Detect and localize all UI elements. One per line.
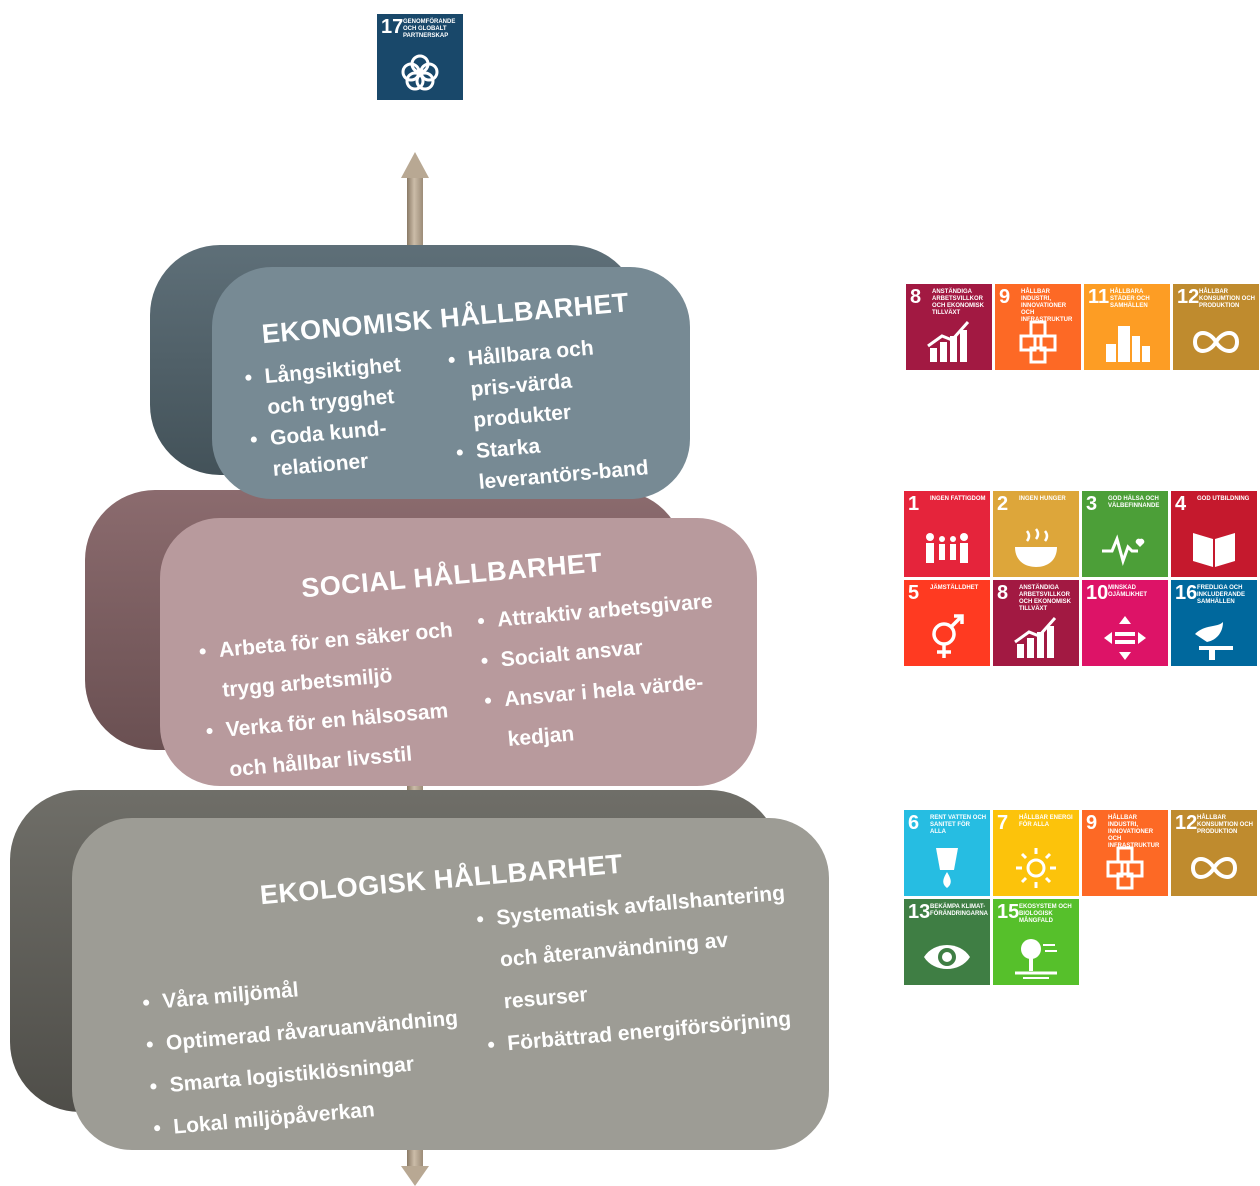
- partnership-icon: [401, 54, 439, 91]
- sdg-tile-2: 2 INGEN HUNGER: [993, 491, 1079, 577]
- sdg-number: 5: [908, 582, 920, 604]
- ecological-block-face: EKOLOGISK HÅLLBARHET Våra miljömål Optim…: [72, 818, 829, 1150]
- sdg-label: RENT VATTEN OCH SANITET FÖR ALLA: [930, 815, 987, 835]
- sdg-number: 8: [910, 286, 922, 308]
- sdg-number: 12: [1175, 812, 1198, 834]
- sdg-number: 9: [999, 286, 1011, 308]
- sdg-label: HÅLLBAR KONSUMTION OCH PRODUKTION: [1197, 815, 1253, 835]
- sdg-tile-3: 3 GOD HÄLSA OCH VÄLBEFINNANDE: [1082, 491, 1168, 577]
- economic-left-list: Långsiktighet och trygghet Goda kund-rel…: [243, 346, 443, 486]
- social-sustainability-block: SOCIAL HÅLLBARHET Arbeta för en säker oc…: [85, 490, 760, 790]
- sdg-number: 11: [1088, 286, 1110, 308]
- tree-icon: [1015, 939, 1057, 979]
- sdg-number: 16: [1175, 582, 1198, 604]
- sdg-number: 15: [997, 901, 1020, 923]
- social-right-list: Attraktiv arbetsgivare Socialt ansvar An…: [476, 581, 729, 761]
- list-item: Hållbara och pris-värda produkter: [447, 328, 650, 438]
- dove-icon: [1195, 622, 1233, 660]
- sdg-tile-8: 8 ANSTÄNDIGA ARBETSVILLKOR OCH EKONOMISK …: [993, 580, 1079, 666]
- sdg-label: ANSTÄNDIGA ARBETSVILLKOR OCH EKONOMISK T…: [1019, 585, 1072, 612]
- ecological-left-list: Våra miljömål Optimerad råvaruanvändning…: [141, 954, 484, 1150]
- sdg-tile-4: 4 GOD UTBILDNING: [1171, 491, 1257, 577]
- sdg-number: 2: [997, 493, 1009, 515]
- sdg-tile-1: 1 INGEN FATTIGDOM: [904, 491, 990, 577]
- sdg-tile-7: 7 HÅLLBAR ENERGI FÖR ALLA: [993, 810, 1079, 896]
- sdg-label: JÄMSTÄLLDHET: [930, 585, 979, 591]
- book-icon: [1193, 533, 1235, 567]
- gender-icon: [932, 614, 964, 658]
- sdg-label: HÅLLBAR INDUSTRI, INNOVATIONER OCH INFRA…: [1108, 815, 1160, 849]
- sdg-label: HÅLLBAR KONSUMTION OCH PRODUKTION: [1199, 289, 1255, 309]
- cubes-icon: [1106, 846, 1144, 890]
- sdg-label: GOD HÄLSA OCH VÄLBEFINNANDE: [1108, 496, 1160, 509]
- sdg-tile-8: 8 ANSTÄNDIGA ARBETSVILLKOR OCH EKONOMISK …: [906, 284, 992, 370]
- growth-chart-icon: [927, 321, 970, 362]
- social-left-list: Arbeta för en säker och trygg arbetsmilj…: [197, 609, 480, 786]
- sdg-label: GENOMFÖRANDE OCH GLOBALT PARTNERSKAP: [403, 19, 456, 39]
- eye-icon: [924, 945, 970, 969]
- sdg-label: INGEN HUNGER: [1019, 496, 1066, 502]
- sdg-number: 3: [1086, 493, 1098, 515]
- sdg-number: 8: [997, 582, 1009, 604]
- sdg-label: BEKÄMPA KLIMAT-FÖRÄNDRINGARNA: [930, 904, 988, 917]
- family-icon: [926, 533, 968, 563]
- arrow-up-icon: [401, 152, 429, 178]
- sdg-number: 12: [1177, 286, 1200, 308]
- sdg-tile-5: 5 JÄMSTÄLLDHET: [904, 580, 990, 666]
- city-icon: [1106, 326, 1150, 362]
- sdg-label: HÅLLBAR ENERGI FÖR ALLA: [1019, 815, 1073, 828]
- sdg-number: 6: [908, 812, 920, 834]
- social-block-face: SOCIAL HÅLLBARHET Arbeta för en säker oc…: [160, 518, 757, 786]
- sdg-label: HÅLLBAR INDUSTRI, INNOVATIONER OCH INFRA…: [1021, 289, 1073, 323]
- sdg-number: 1: [908, 493, 920, 515]
- sdg-tile-9: 9 HÅLLBAR INDUSTRI, INNOVATIONER OCH INFR…: [1082, 810, 1168, 896]
- infinity-icon: [1190, 857, 1238, 879]
- sdg-number: 17: [381, 16, 404, 38]
- economic-sustainability-block: EKONOMISK HÅLLBARHET Långsiktighet och t…: [150, 245, 695, 503]
- economic-right-list: Hållbara och pris-värda produkter Starka…: [447, 328, 656, 499]
- equality-icon: [1104, 616, 1146, 660]
- heartbeat-icon: [1102, 534, 1145, 566]
- cubes-icon: [1019, 320, 1057, 364]
- sdg-label: EKOSYSTEM OCH BIOLOGISK MÅNGFALD: [1019, 904, 1072, 924]
- bowl-icon: [1015, 528, 1057, 567]
- sdg-tile-6: 6 RENT VATTEN OCH SANITET FÖR ALLA: [904, 810, 990, 896]
- infinity-icon: [1192, 331, 1240, 353]
- sdg-number: 4: [1175, 493, 1187, 515]
- sdg-number: 9: [1086, 812, 1098, 834]
- economic-block-face: EKONOMISK HÅLLBARHET Långsiktighet och t…: [212, 267, 690, 499]
- water-icon: [936, 848, 958, 888]
- sdg-number: 10: [1086, 582, 1109, 604]
- sdg-label: GOD UTBILDNING: [1197, 496, 1250, 502]
- sun-icon: [1016, 848, 1056, 888]
- sdg-label: HÅLLBARA STÄDER OCH SAMHÄLLEN: [1110, 289, 1150, 309]
- sdg-number: 7: [997, 812, 1009, 834]
- sdg-label: FREDLIGA OCH INKLUDERANDE SAMHÄLLEN: [1197, 585, 1245, 605]
- sdg-number: 13: [908, 901, 931, 923]
- arrow-down-icon: [401, 1166, 429, 1186]
- sdg-label: INGEN FATTIGDOM: [930, 496, 986, 502]
- ecological-right-list: Systematisk avfallshantering och återanv…: [475, 873, 798, 1067]
- sdg-tile-9: 9 HÅLLBAR INDUSTRI, INNOVATIONER OCH INFR…: [995, 284, 1081, 370]
- sdg-label: MINSKAD OJÄMLIKHET: [1108, 585, 1147, 598]
- sdg-label: ANSTÄNDIGA ARBETSVILLKOR OCH EKONOMISK T…: [932, 289, 985, 316]
- ecological-sustainability-block: EKOLOGISK HÅLLBARHET Våra miljömål Optim…: [10, 790, 830, 1150]
- growth-chart-icon: [1014, 617, 1057, 658]
